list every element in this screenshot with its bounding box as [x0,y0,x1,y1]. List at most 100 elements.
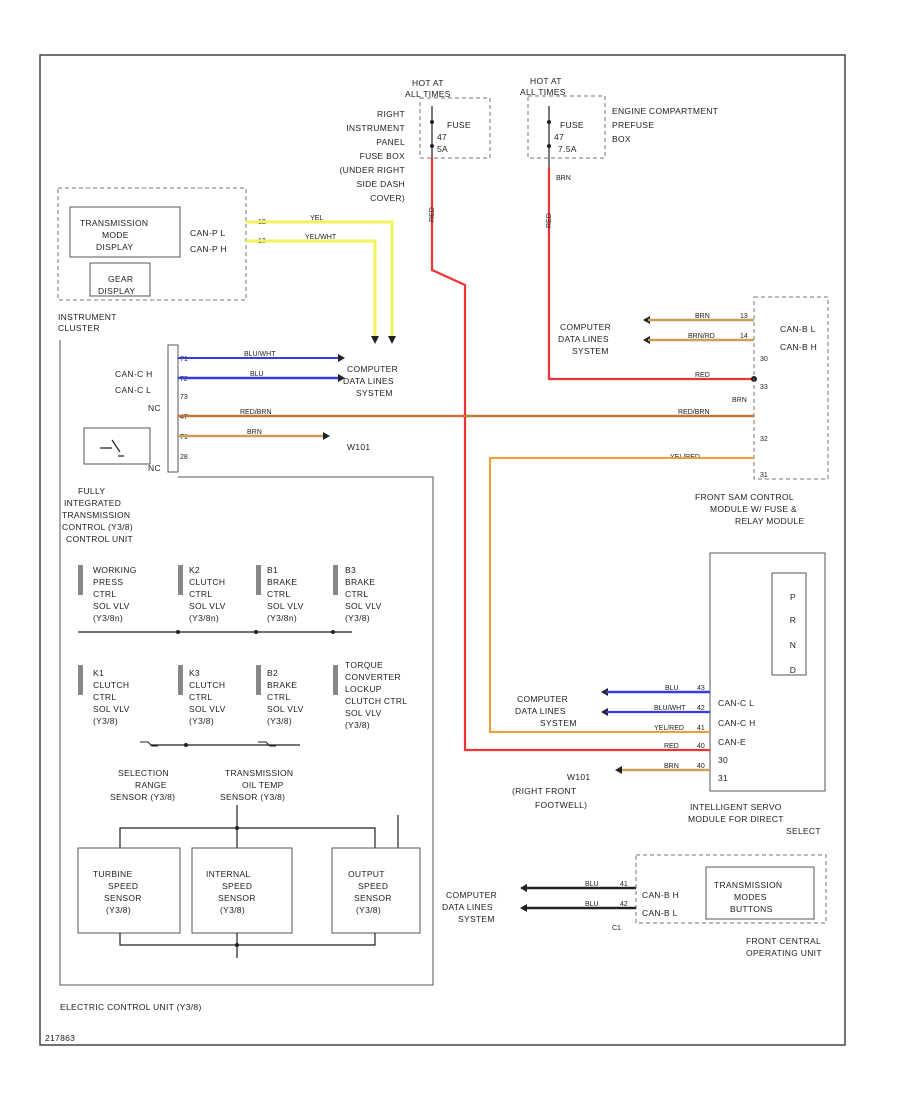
sol-top-3-1: BRAKE [345,577,375,587]
fuse-right-number: 47 [437,132,447,142]
sol-top-0-0: WORKING [93,565,137,575]
sol-bot-2-2: CTRL [267,692,290,702]
fcou-inner-1: MODES [734,892,767,902]
fuse-right-loc-1: INSTRUMENT [346,123,405,133]
fuse-right-loc-3: FUSE BOX [360,151,405,161]
sol-bot-3-4: SOL VLV [345,708,382,718]
instrument-cluster: TRANSMISSION MODE DISPLAY GEAR DISPLAY C… [57,187,266,333]
sol-top-1-2: CTRL [189,589,212,599]
ism-module: P R N D COMPUTER DATA LINES SYSTEM BLU B… [512,552,826,836]
turbine-2: SENSOR [104,893,142,903]
oil-temp-0: TRANSMISSION [225,768,293,778]
cdl-top-1: DATA LINES [343,376,394,386]
sol-bot-3-2: LOCKUP [345,684,382,694]
ic-gear-0: GEAR [108,274,133,284]
ism-wire-label-0: BLU [665,685,679,692]
gear-d: D [790,665,796,675]
sol-bot-3-3: CLUTCH CTRL [345,696,407,706]
tcu-pin-label-1: CAN-C L [115,385,151,395]
yellow-wire-can-l [246,220,394,338]
fuse-right-loc-5: SIDE DASH [356,179,405,189]
fcou-pin-0: 41 [620,881,628,888]
sol-bot-0-4: (Y3/8) [93,716,118,726]
turbine-1: SPEED [108,881,138,891]
ism-label-3: 30 [718,755,728,765]
tcu-pin-num-1: 72 [180,376,188,383]
ism-title-2: SELECT [786,826,821,836]
sam-title-2: RELAY MODULE [735,516,804,526]
fcou-wire-label-0: BLU [585,881,599,888]
sol-bot-3-5: (Y3/8) [345,720,370,730]
ism-label-4: 31 [718,773,728,783]
range-sensor-2: SENSOR (Y3/8) [110,792,175,802]
ism-cdl-2: SYSTEM [540,718,577,728]
red-wire-fuse47-label: RED [429,207,436,222]
sol-bot-0-1: CLUTCH [93,680,129,690]
sam-wire-label-4: RED/BRN [678,409,710,416]
sol-top-2-4: (Y3/8n) [267,613,297,623]
sol-bot-1-0: K3 [189,668,200,678]
sol-top-2-2: CTRL [267,589,290,599]
sam-cdl-2: SYSTEM [572,346,609,356]
tcu-title-1: INTEGRATED [64,498,121,508]
fcou-cdl-1: DATA LINES [442,902,493,912]
ism-label-0: CAN-C L [718,698,754,708]
fcou-title-0: FRONT CENTRAL [746,936,821,946]
figure-id: 217863 [45,1033,75,1043]
sol-bot-1-4: (Y3/8) [189,716,214,726]
red-wire-prefuse [547,168,754,381]
ism-title-1: MODULE FOR DIRECT [688,814,784,824]
tcu-ground: W101 [347,442,370,452]
range-sensor-0: SELECTION [118,768,169,778]
gear-n: N [790,640,796,650]
oil-temp-2: SENSOR (Y3/8) [220,792,285,802]
diagram-frame [39,54,846,1046]
ism-pin-4: 40 [697,763,705,770]
sam-cdl-1: DATA LINES [558,334,609,344]
sol-top-3-2: CTRL [345,589,368,599]
front-sam-module: COMPUTER DATA LINES SYSTEM BRN BRN/RD RE… [558,296,829,526]
tcu-wire-1: BLU [250,371,264,378]
fcou-title-1: OPERATING UNIT [746,948,822,958]
tcu-pin-num-3: 47 [180,414,188,421]
fuse-engine-label: FUSE [560,120,584,130]
fuse-engine-loc-1: PREFUSE [612,120,654,130]
tcu-pin-label-0: CAN-C H [115,369,153,379]
sol-bot-2-3: SOL VLV [267,704,304,714]
sam-wire-label-1: BRN/RD [688,333,715,340]
tcu-title-4: CONTROL UNIT [66,534,133,544]
ism-wire-label-4: BRN [664,763,679,770]
turbine-0: TURBINE [93,869,132,879]
fcou-cdl-2: SYSTEM [458,914,495,924]
ic-display-0: TRANSMISSION [80,218,148,228]
internal-1: SPEED [222,881,252,891]
sol-bot-1-1: CLUTCH [189,680,225,690]
tcu-wire-0: BLU/WHT [244,351,276,358]
sam-wire-label-0: BRN [695,313,710,320]
tcu-title-2: TRANSMISSION [62,510,130,520]
fuse-right-label: FUSE [447,120,471,130]
cdl-top-2: SYSTEM [356,388,393,398]
tcu-pin-label-2: NC [148,403,161,413]
sol-top-3-3: SOL VLV [345,601,382,611]
tcu-pin-num-2: 73 [180,394,188,401]
ic-wire-h: YEL/WHT [305,234,337,241]
sol-bot-2-1: BRAKE [267,680,297,690]
ic-title-1: CLUSTER [58,323,100,333]
gear-p: P [790,592,796,602]
sol-top-2-3: SOL VLV [267,601,304,611]
sol-bot-0-0: K1 [93,668,104,678]
ism-pin-1: 42 [697,705,705,712]
ic-display-1: MODE [102,230,129,240]
tcu-pin-num-4: 71 [180,434,188,441]
tcu-pin-block: CAN-C H CAN-C L NC NC 71 72 73 47 71 28 [83,344,188,473]
sol-top-1-1: CLUTCH [189,577,225,587]
tcu-pin-num-0: 71 [180,356,188,363]
tcu-unit: FULLY INTEGRATED TRANSMISSION CONTROL (Y… [59,340,434,1012]
range-sensor-1: RANGE [135,780,167,790]
sol-bot-2-4: (Y3/8) [267,716,292,726]
sol-top-1-0: K2 [189,565,200,575]
orange-wire-can-e [489,457,754,733]
sam-pin-4: 32 [760,436,768,443]
ism-wire-label-1: BLU/WHT [654,705,686,712]
